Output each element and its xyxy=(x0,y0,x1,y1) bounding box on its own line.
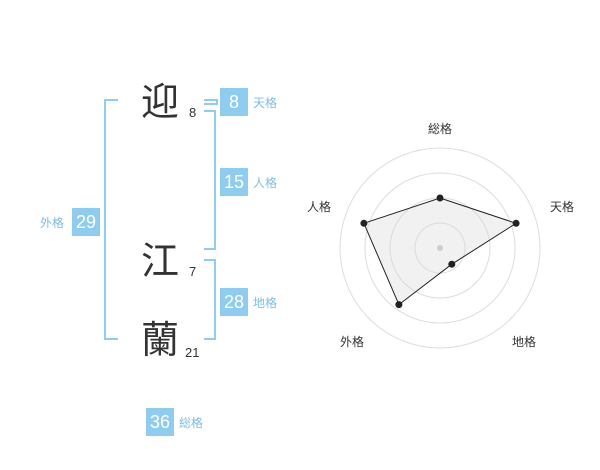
jinkaku-badge: 15 xyxy=(220,168,248,196)
tenkaku-label: 天格 xyxy=(253,96,278,110)
radar-center xyxy=(437,245,443,251)
chikaku-bracket xyxy=(204,259,216,340)
radar-ring xyxy=(364,172,516,324)
axis-label-gaikaku: 外格 xyxy=(340,334,364,349)
jinkaku-bracket xyxy=(204,110,216,250)
jinkaku-label: 人格 xyxy=(253,176,278,190)
gaikaku-badge: 29 xyxy=(72,208,100,236)
radar-ring xyxy=(339,147,541,349)
stroke-count-3: 21 xyxy=(185,345,200,360)
radar-area xyxy=(363,197,518,306)
axis-label-tenkaku: 天格 xyxy=(550,199,574,214)
name-char-2: 江 xyxy=(141,239,180,283)
axis-label-chikaku: 地格 xyxy=(512,334,536,349)
soukaku-label: 総格 xyxy=(179,416,204,430)
gaikaku-bracket xyxy=(104,99,118,340)
radar-point-1 xyxy=(436,194,444,202)
radar-point-2 xyxy=(512,219,520,227)
radar-chart: 総格 天格 地格 外格 人格 xyxy=(307,121,574,349)
chikaku-badge: 28 xyxy=(220,288,248,316)
stroke-count-2: 7 xyxy=(189,264,197,279)
gaikaku-label: 外格 xyxy=(40,216,65,230)
soukaku-badge: 36 xyxy=(146,408,174,436)
radar-point-3 xyxy=(448,260,456,268)
name-char-1: 迎 xyxy=(141,80,180,124)
radar-point-4 xyxy=(395,301,403,309)
chikaku-label: 地格 xyxy=(253,296,278,310)
tenkaku-badge: 8 xyxy=(220,88,248,116)
tenkaku-bracket xyxy=(204,99,218,105)
axis-label-soukaku: 総格 xyxy=(428,121,452,136)
stroke-count-1: 8 xyxy=(189,105,197,120)
axis-label-jinkaku: 人格 xyxy=(307,199,331,214)
radar-point-5 xyxy=(360,219,368,227)
name-char-3: 蘭 xyxy=(141,318,180,362)
